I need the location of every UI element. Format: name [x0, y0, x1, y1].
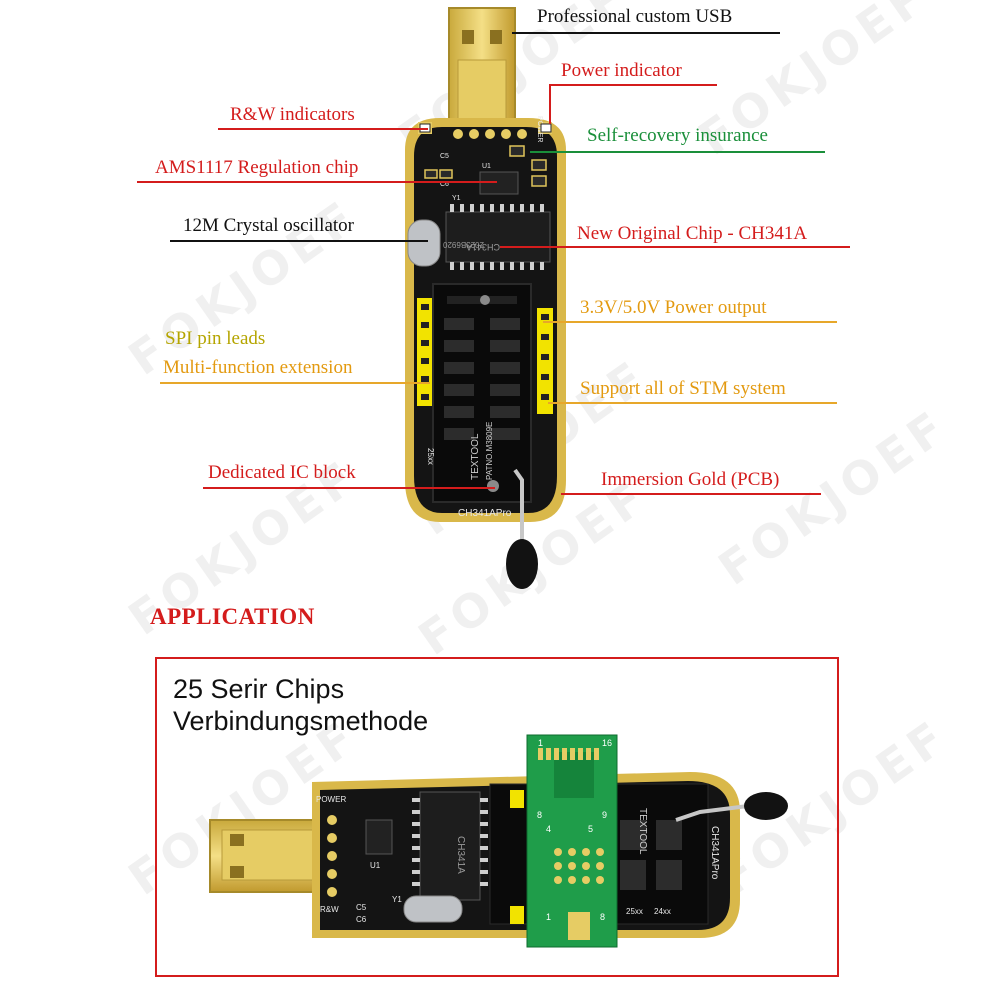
- left-pin-header: [417, 298, 433, 406]
- svg-text:16: 16: [602, 738, 612, 748]
- application-box: [155, 657, 839, 977]
- socket-brand-text: TEXTOOL: [470, 433, 481, 480]
- app-model-text: CH341APro: [709, 826, 720, 880]
- label-power-indicator: Power indicator: [561, 60, 682, 81]
- callout-line-ams1117: [137, 181, 497, 183]
- callout-line-ic-block: [203, 487, 495, 489]
- callout-line-power-indicator-drop: [549, 84, 551, 124]
- app-power-silk: POWER: [316, 795, 346, 804]
- power-led: [540, 123, 552, 133]
- label-immersion-gold: Immersion Gold (PCB): [601, 469, 780, 490]
- app-c6-silk: C6: [356, 915, 367, 924]
- ch341a-chip: [445, 204, 551, 270]
- zif-socket: [432, 283, 532, 503]
- socket-code-text: PATNO.M3809E: [485, 422, 494, 480]
- y1-silk-text: Y1: [452, 195, 461, 202]
- svg-text:9: 9: [602, 810, 607, 820]
- callout-line-immersion-gold: [561, 493, 821, 495]
- app-crystal: [403, 895, 463, 923]
- app-chip-text: CH341A: [455, 836, 466, 874]
- app-regulator: [365, 819, 393, 855]
- label-ch341a: New Original Chip - CH341A: [577, 223, 808, 244]
- chip-top-text: CH341A: [466, 242, 500, 252]
- svg-text:8: 8: [600, 912, 605, 922]
- application-line-1: 25 Serir Chips: [173, 674, 345, 704]
- callout-line-power-output: [543, 321, 837, 323]
- application-line-2: Verbindungsmethode: [173, 706, 429, 736]
- board-model-text: CH341APro: [458, 508, 512, 519]
- svg-text:5: 5: [588, 824, 593, 834]
- ams1117-regulator: [479, 171, 519, 195]
- label-spi: SPI pin leads: [165, 328, 266, 349]
- svg-text:1: 1: [538, 738, 543, 748]
- label-multi-function: Multi-function extension: [163, 357, 353, 378]
- app-rw-silk: R&W: [320, 905, 339, 914]
- application-title: APPLICATION: [150, 604, 315, 629]
- label-rw-indicators: R&W indicators: [230, 104, 355, 125]
- label-power-output: 3.3V/5.0V Power output: [580, 297, 767, 318]
- app-series-text: 25xx: [626, 907, 643, 916]
- app-series2-text: 24xx: [654, 907, 671, 916]
- ch341a-board-photo: CH341APro CH341A 2023B6920 TEXTOOL PATNO…: [405, 7, 566, 589]
- svg-text:8: 8: [537, 810, 542, 820]
- app-ch341a-chip: [419, 791, 481, 901]
- c5-silk-text: C5: [440, 153, 449, 160]
- soic-adapter-board: 1 16 8 9 4 5 1 8: [526, 734, 618, 948]
- callout-line-ch341a: [500, 246, 850, 248]
- label-usb: Professional custom USB: [537, 6, 733, 27]
- callout-line-multi-function: [160, 382, 430, 384]
- label-stm: Support all of STM system: [580, 378, 786, 399]
- crystal-oscillator: [407, 219, 441, 267]
- app-u1-silk: U1: [370, 861, 381, 870]
- label-ic-block: Dedicated IC block: [208, 462, 356, 483]
- svg-text:4: 4: [546, 824, 551, 834]
- u1-silk-text: U1: [482, 163, 491, 170]
- power-silk-text: POWER: [536, 116, 543, 142]
- right-pin-header: [537, 308, 553, 414]
- series-text: 25xx: [426, 448, 435, 465]
- callout-line-crystal: [170, 240, 428, 242]
- c6-silk-text: C6: [440, 181, 449, 188]
- callout-line-rw: [218, 128, 428, 130]
- zif-lever: [506, 468, 538, 589]
- smd-parts: [424, 145, 547, 187]
- callout-line-self-recovery: [530, 151, 825, 153]
- label-self-recovery: Self-recovery insurance: [587, 125, 768, 146]
- app-usb-connector: [209, 819, 327, 893]
- callout-line-usb: [512, 32, 780, 34]
- chip-code-text: 2023B6920: [443, 240, 484, 249]
- callout-line-power-indicator: [549, 84, 717, 86]
- app-y1-silk: Y1: [392, 895, 402, 904]
- callout-line-stm: [548, 402, 837, 404]
- app-socket-text: TEXTOOL: [637, 808, 648, 855]
- app-c5-silk: C5: [356, 903, 367, 912]
- app-lever-knob: [744, 792, 788, 820]
- label-ams1117: AMS1117 Regulation chip: [155, 157, 359, 178]
- label-crystal: 12M Crystal oscillator: [183, 215, 354, 236]
- svg-text:1: 1: [546, 912, 551, 922]
